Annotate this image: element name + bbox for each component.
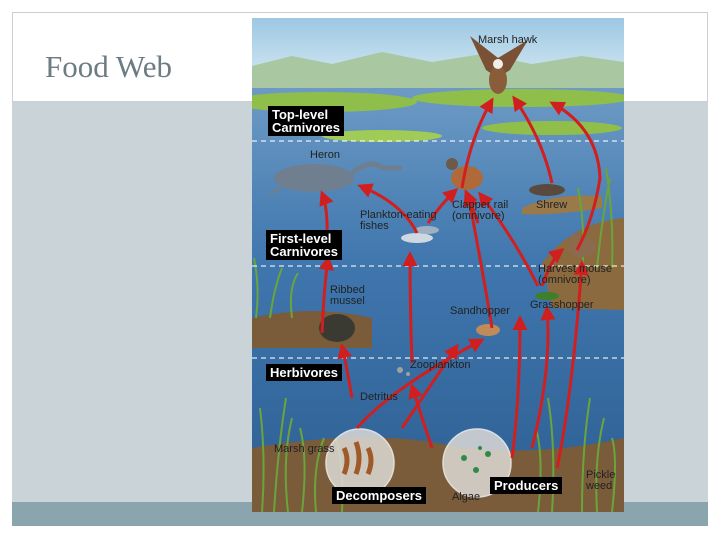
label-marsh-grass: Marsh grass bbox=[274, 443, 335, 455]
tier-herbivores: Herbivores bbox=[266, 364, 342, 381]
tier-top-carnivores: Top-level Carnivores bbox=[268, 106, 344, 136]
food-web-illustration bbox=[252, 18, 624, 512]
zooplankton-icon bbox=[397, 367, 410, 376]
label-marsh-hawk: Marsh hawk bbox=[478, 34, 538, 46]
fishes-icon bbox=[401, 226, 439, 243]
food-web-figure: Top-level Carnivores First-level Carnivo… bbox=[252, 18, 624, 512]
shrew-icon bbox=[529, 184, 565, 196]
slide-title: Food Web bbox=[45, 49, 172, 84]
heron-icon bbox=[269, 161, 402, 195]
label-algae: Algae bbox=[452, 491, 481, 503]
label-ribbed-mussel: Ribbed mussel bbox=[330, 284, 365, 307]
label-heron: Heron bbox=[310, 149, 340, 161]
label-harvest-mouse: Harvest mouse (omnivore) bbox=[538, 263, 612, 286]
label-pickle-weed: Pickle weed bbox=[586, 469, 616, 492]
grasshopper-icon bbox=[535, 292, 559, 300]
decomposers-circle bbox=[325, 428, 395, 498]
label-zooplankton: Zooplankton bbox=[410, 359, 471, 371]
label-plankton-fishes: Plankton-eating fishes bbox=[360, 209, 437, 232]
marsh-hawk-icon bbox=[470, 36, 528, 94]
sandhopper-icon bbox=[476, 324, 500, 336]
label-shrew: Shrew bbox=[536, 199, 568, 211]
tier-producers: Producers bbox=[490, 477, 563, 494]
harvest-mouse-icon bbox=[568, 234, 596, 257]
ribbed-mussel-icon bbox=[319, 314, 355, 342]
label-clapper-rail: Clapper rail (omnivore) bbox=[452, 199, 509, 222]
label-detritus: Detritus bbox=[360, 391, 398, 403]
label-sandhopper: Sandhopper bbox=[450, 305, 510, 317]
tier-decomposers: Decomposers bbox=[332, 487, 426, 504]
tier-first-carnivores: First-level Carnivores bbox=[266, 230, 342, 260]
food-web-arrows bbox=[318, 95, 602, 469]
clapper-rail-icon bbox=[446, 158, 483, 190]
label-grasshopper: Grasshopper bbox=[530, 299, 594, 311]
